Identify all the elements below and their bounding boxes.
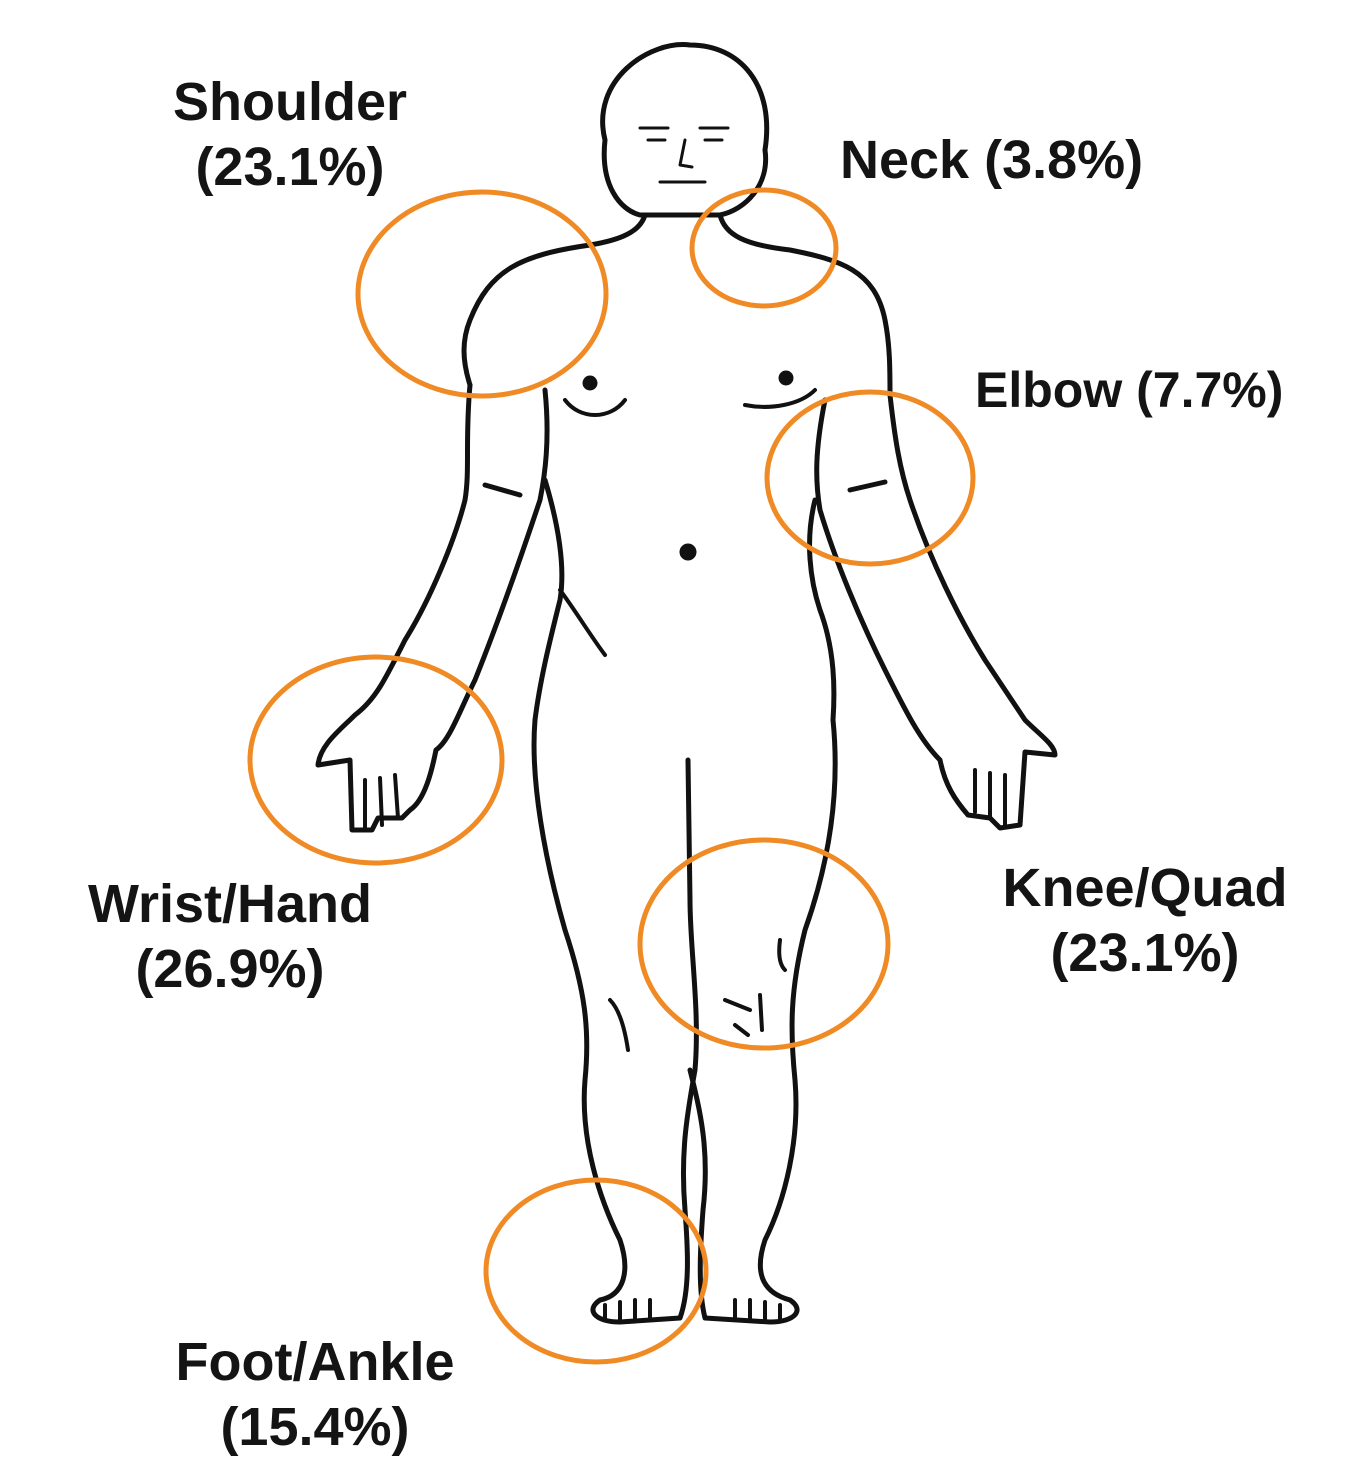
wrist-hand-highlight [250, 657, 502, 863]
torso [464, 215, 890, 395]
hips [535, 480, 834, 720]
shoulder-label: Shoulder (23.1%) [140, 70, 440, 200]
knee-quad-highlight [640, 840, 888, 1048]
neck-label: Neck (3.8%) [840, 128, 1143, 193]
left-arm [318, 385, 547, 830]
head [603, 45, 767, 215]
hip-crease [560, 590, 605, 655]
chest [565, 390, 815, 415]
face [640, 128, 728, 182]
foot-ankle-percent: (15.4%) [135, 1395, 495, 1460]
neck-name: Neck [840, 130, 969, 190]
right-arm [817, 395, 1055, 828]
shoulder-name: Shoulder [140, 70, 440, 135]
foot-ankle-highlight [486, 1180, 706, 1362]
elbow-name: Elbow [975, 362, 1122, 418]
wrist-hand-label: Wrist/Hand (26.9%) [45, 872, 415, 1002]
elbow-label: Elbow (7.7%) [975, 360, 1283, 420]
highlight-circles [250, 190, 973, 1362]
knee-quad-percent: (23.1%) [960, 921, 1330, 986]
body-outline [318, 45, 1055, 1322]
left-hand [365, 775, 398, 830]
neck-percent: (3.8%) [984, 130, 1143, 190]
elbow-percent: (7.7%) [1136, 362, 1283, 418]
shoulder-percent: (23.1%) [140, 135, 440, 200]
wrist-hand-percent: (26.9%) [45, 937, 415, 1002]
knee-quad-name: Knee/Quad [960, 856, 1330, 921]
elbow-highlight [767, 392, 973, 564]
knee-quad-label: Knee/Quad (23.1%) [960, 856, 1330, 986]
foot-ankle-name: Foot/Ankle [135, 1330, 495, 1395]
wrist-hand-name: Wrist/Hand [45, 872, 415, 937]
left-leg [534, 720, 696, 1322]
foot-ankle-label: Foot/Ankle (15.4%) [135, 1330, 495, 1460]
